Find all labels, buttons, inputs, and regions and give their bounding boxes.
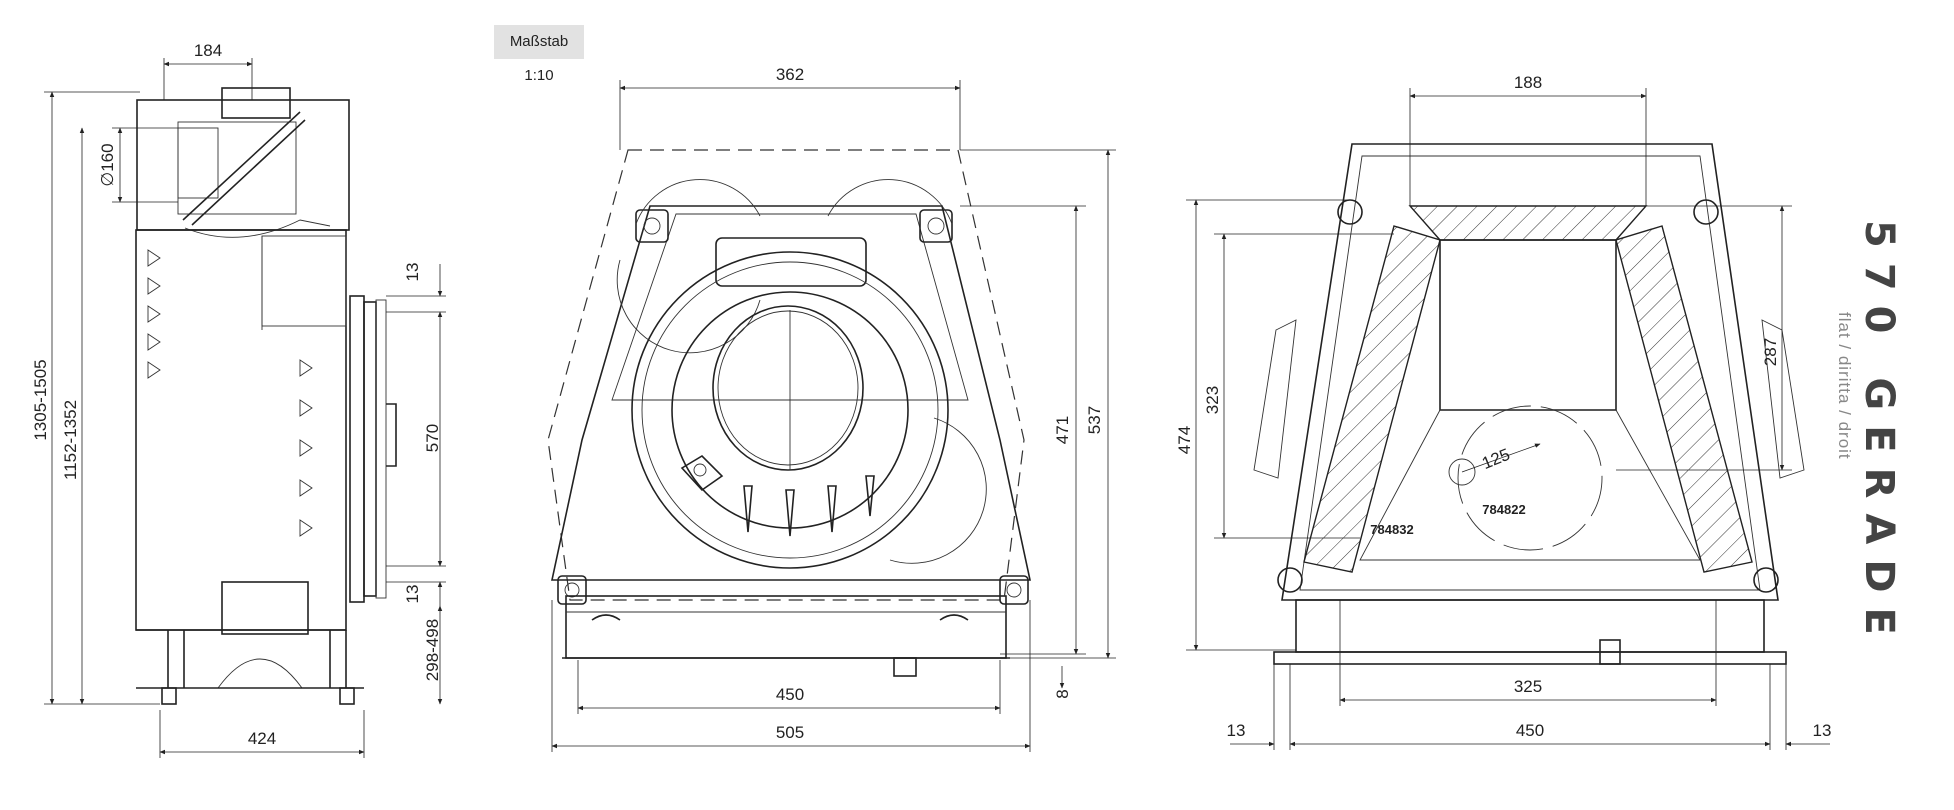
side-view: 184 ∅160 1305-1505 1152-1352 13 570 13 2… xyxy=(31,41,446,758)
dim-depth: 424 xyxy=(248,729,276,748)
side-vent-slots xyxy=(147,249,313,537)
dim-radius: 125 xyxy=(1479,445,1512,473)
section-view: 125 784822 784832 188 287 323 474 325 xyxy=(1175,73,1831,750)
dim-total-height: 1305-1505 xyxy=(31,359,50,440)
dim-section-total-width: 450 xyxy=(1516,721,1544,740)
dim-glass-gap-bottom: 13 xyxy=(403,585,422,604)
dim-height-range: 1152-1352 xyxy=(61,400,80,480)
dim-section-height-outer: 474 xyxy=(1175,426,1194,454)
dim-front-bottom-gap: 8 xyxy=(1053,689,1072,698)
dim-front-inner-height: 471 xyxy=(1053,416,1072,444)
part-code-2: 784832 xyxy=(1370,522,1413,537)
dim-front-outer-height: 537 xyxy=(1085,406,1104,434)
dim-section-margin-right: 13 xyxy=(1813,721,1832,740)
dim-glass-gap-top: 13 xyxy=(403,263,422,282)
front-view: 362 471 537 8 450 505 xyxy=(547,65,1116,752)
dim-glass-height: 570 xyxy=(423,424,442,452)
dim-front-inner-width: 450 xyxy=(776,685,804,704)
dim-pipe-diameter: ∅160 xyxy=(98,143,117,186)
dim-section-height-right: 287 xyxy=(1761,338,1780,366)
dim-section-height-inner: 323 xyxy=(1203,386,1222,414)
dim-section-margin-left: 13 xyxy=(1227,721,1246,740)
part-code-1: 784822 xyxy=(1482,502,1525,517)
front-corner-brackets xyxy=(557,209,1029,605)
dim-front-top-width: 362 xyxy=(776,65,804,84)
dim-side-top-width: 184 xyxy=(194,41,222,60)
dim-section-bottom-width: 325 xyxy=(1514,677,1542,696)
dim-front-outer-width: 505 xyxy=(776,723,804,742)
scale-label: Maßstab 1:10 xyxy=(494,25,584,84)
front-air-slots xyxy=(743,475,875,537)
dim-base-height: 298-498 xyxy=(423,619,442,681)
dim-section-top-width: 188 xyxy=(1514,73,1542,92)
